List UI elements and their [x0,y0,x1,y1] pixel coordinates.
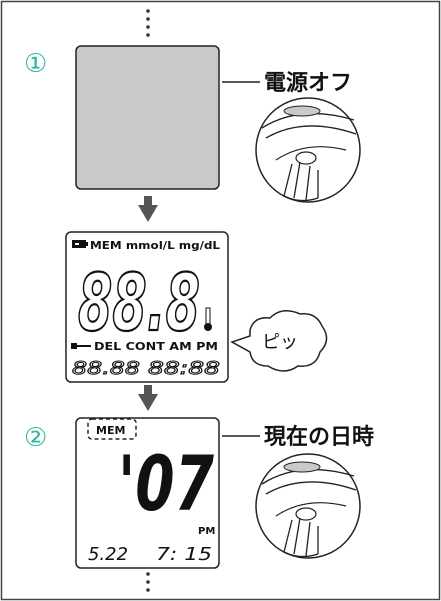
lcd-datetime-display: MEM '07 PM 5.22 7: 15 [75,417,220,569]
step-1-label: 電源オフ [264,71,352,96]
step-2-marker: ② [24,423,47,453]
key-icon [71,343,91,349]
full-display-time-digits: 88:88 [148,358,220,379]
vertical-dots-icon [146,9,150,37]
datetime-main-digits: '07 [118,439,214,528]
full-display-top-row: MEM mmol/L mg/dL [90,240,220,252]
thermometer-icon [204,307,212,331]
ampm-indicator: PM [198,526,215,537]
datetime-date: 5.22 [88,544,128,565]
hand-pressing-button-icon [255,453,361,559]
down-arrow-icon [138,196,158,222]
hand-pressing-button-icon [255,97,361,203]
step-1-marker: ① [24,49,47,79]
beep-speech-bubble: ピッ [230,310,328,372]
mem-label: MEM [96,424,125,437]
step-2-label: 現在の日時 [264,424,374,450]
datetime-time: 7: 15 [156,544,212,565]
vertical-dots-icon [146,572,150,592]
beep-label: ピッ [262,332,298,353]
lcd-off-screen [75,45,220,190]
battery-icon [72,240,88,248]
full-display-main-digits: 88.8 [78,259,200,349]
full-display-bottom-row: DEL CONT AM PM [94,341,218,353]
down-arrow-icon [138,385,158,411]
full-display-date-digits: 88.88 [72,358,140,379]
lcd-full-display: MEM mmol/L mg/dL 88.8 DEL CONT AM PM 88.… [65,231,229,383]
